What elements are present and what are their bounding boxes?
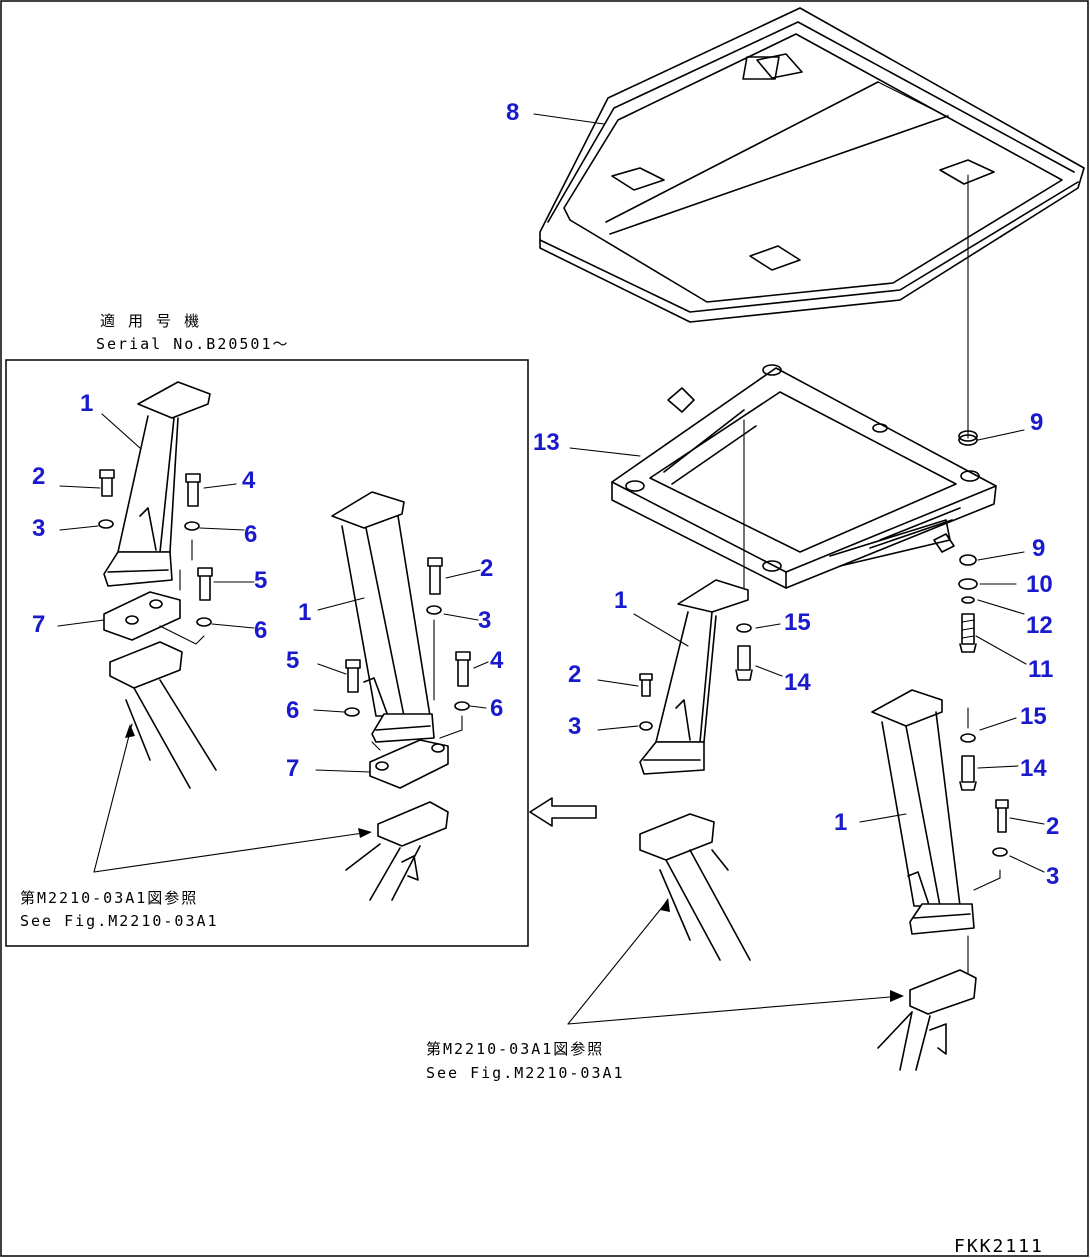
base-mount-right <box>877 969 977 1071</box>
callout-9-lower: 9 <box>1032 535 1045 562</box>
callout-1-right: 1 <box>834 809 847 836</box>
callout-2-right: 2 <box>1046 813 1059 840</box>
callout-2-inset-lower: 2 <box>480 555 493 582</box>
callout-10: 10 <box>1026 571 1053 598</box>
callout-8: 8 <box>506 99 519 126</box>
callout-13: 13 <box>533 429 560 456</box>
canopy-roof <box>539 7 1085 323</box>
bolt-14-center <box>735 623 753 681</box>
callout-2-inset-upper: 2 <box>32 463 45 490</box>
callout-9-upper: 9 <box>1030 409 1043 436</box>
inset-box <box>5 359 529 947</box>
leader-lines <box>57 113 1045 1025</box>
bolts-inset-lower <box>344 557 471 739</box>
callout-14-right: 14 <box>1020 755 1047 782</box>
callout-11: 11 <box>1028 656 1053 683</box>
frame-assembly <box>611 364 997 589</box>
base-mount-inset-upper <box>109 641 217 789</box>
callout-14-center: 14 <box>784 669 811 696</box>
callout-1-inset-lower: 1 <box>298 599 311 626</box>
callout-6-inset-lower-b: 6 <box>490 695 503 722</box>
reference-note-main-jp: 第M2210-03A1図参照 <box>426 1040 604 1058</box>
callout-1-center: 1 <box>614 587 627 614</box>
applicable-serial-jp: 適 用 号 機 <box>100 312 201 330</box>
bracket-inset-upper <box>103 539 193 641</box>
pillar-right <box>871 689 975 935</box>
callout-6-inset-upper-b: 6 <box>254 617 267 644</box>
pillar-center <box>639 579 749 775</box>
bolt-2-right <box>992 799 1009 857</box>
callout-3-center: 3 <box>568 713 581 740</box>
callout-4-inset-lower: 4 <box>490 647 504 674</box>
callout-5-inset-lower: 5 <box>286 647 299 674</box>
callout-2-center: 2 <box>568 661 581 688</box>
callout-6-inset-upper-a: 6 <box>244 521 257 548</box>
pillar-inset-upper <box>103 381 211 587</box>
callout-3-inset-lower: 3 <box>478 607 491 634</box>
reference-note-main-en: See Fig.M2210-03A1 <box>426 1064 625 1082</box>
bolt-14-right <box>959 733 977 791</box>
pillar-inset-lower <box>331 491 435 743</box>
callout-5-inset-upper: 5 <box>254 567 267 594</box>
callout-7-inset-upper: 7 <box>32 611 45 638</box>
callout-12: 12 <box>1026 612 1053 639</box>
callout-15-center: 15 <box>784 609 811 636</box>
callout-7-inset-lower: 7 <box>286 755 299 782</box>
callout-6-inset-lower-a: 6 <box>286 697 299 724</box>
base-mount-center <box>639 813 751 961</box>
bolts-inset-upper <box>98 469 213 627</box>
callout-4-inset-upper: 4 <box>242 467 256 494</box>
drawing-code: FKK2111 <box>954 1236 1044 1257</box>
callout-3-right: 3 <box>1046 863 1059 890</box>
bolt-2-center <box>639 673 653 731</box>
applicable-serial-en: Serial No.B20501～ <box>96 335 290 353</box>
callout-15-right: 15 <box>1020 703 1047 730</box>
callout-1-inset-upper: 1 <box>80 390 93 417</box>
bracket-inset-lower <box>369 739 449 789</box>
callout-3-inset-upper: 3 <box>32 515 45 542</box>
reference-note-inset-jp: 第M2210-03A1図参照 <box>20 889 198 907</box>
base-mount-inset-lower <box>345 801 449 901</box>
right-fastener-stack <box>958 430 978 653</box>
view-arrow <box>529 797 597 827</box>
reference-note-inset-en: See Fig.M2210-03A1 <box>20 912 219 930</box>
